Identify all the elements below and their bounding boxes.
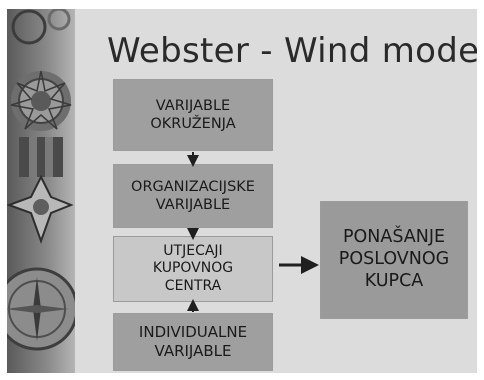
organizational-line-1: ORGANIZACIJSKE bbox=[131, 178, 255, 195]
organizational-line-2: VARIJABLE bbox=[155, 197, 231, 213]
medal-photo-strip bbox=[7, 9, 75, 373]
environment-line-1: VARIJABLE bbox=[155, 97, 231, 114]
buying-center-line-3: CENTRA bbox=[164, 277, 222, 294]
buying-center-line-2: KUPOVNOG bbox=[152, 260, 234, 277]
individual-variables-box: INDIVIDUALNE VARIJABLE bbox=[113, 313, 273, 371]
buying-center-influences-box: UTJECAJI KUPOVNOG CENTRA bbox=[113, 236, 273, 302]
ribbon-icon bbox=[19, 137, 63, 177]
slide: Webster - Wind model VARIJABLE OKRUŽENJA… bbox=[7, 9, 477, 373]
business-buyer-behavior-box: PONAŠANJE POSLOVNOG KUPCA bbox=[320, 201, 468, 319]
slide-title: Webster - Wind model bbox=[107, 31, 477, 71]
environment-variables-box: VARIJABLE OKRUŽENJA bbox=[113, 79, 273, 151]
behavior-line-1: PONAŠANJE bbox=[342, 227, 446, 248]
compass-medal-icon bbox=[7, 267, 75, 351]
organizational-variables-box: ORGANIZACIJSKE VARIJABLE bbox=[113, 164, 273, 228]
behavior-line-2: POSLOVNOG bbox=[338, 249, 450, 270]
flow-arrows bbox=[187, 152, 319, 312]
medal-ring-icon bbox=[11, 9, 71, 45]
behavior-line-3: KUPCA bbox=[364, 270, 424, 291]
buying-center-line-1: UTJECAJI bbox=[163, 242, 223, 259]
individual-line-2: VARIJABLE bbox=[154, 342, 232, 360]
environment-line-2: OKRUŽENJA bbox=[150, 116, 236, 132]
rosette-medal-icon bbox=[10, 70, 72, 131]
individual-line-1: INDIVIDUALNE bbox=[138, 323, 248, 342]
cross-medal-icon bbox=[7, 174, 74, 244]
